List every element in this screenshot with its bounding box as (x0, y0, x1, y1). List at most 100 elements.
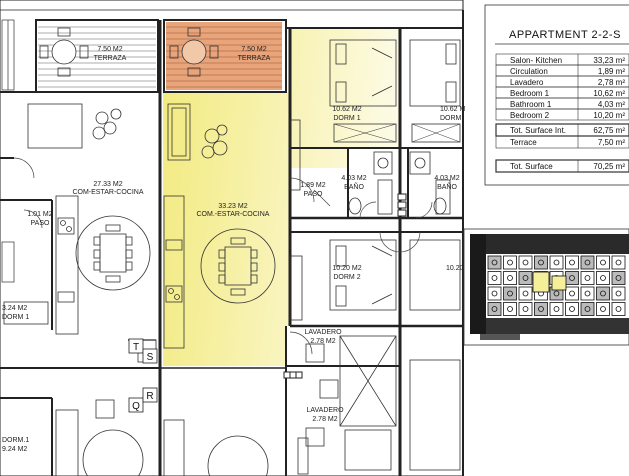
dorm2-right-area: 10.20 (446, 265, 464, 272)
key-plan-cell (487, 271, 502, 285)
key-plan-fixture (615, 290, 622, 297)
key-plan-fixture (507, 306, 513, 312)
key-plan-cell (580, 286, 595, 301)
key-plan-cell (487, 255, 502, 270)
schedule-row-value: 1,89 m² (598, 67, 625, 76)
room-labels: 7.50 M2 TERRAZA 7.50 M2 TERRAZA 27.33 M2… (2, 46, 465, 453)
schedule-row-value: 62,75 m² (593, 126, 625, 135)
living-main-area: 33.23 M2 (218, 203, 247, 210)
living-main-name: COM.-ESTAR-COCINA (197, 211, 270, 218)
terrace-right-name: TERRAZA (238, 55, 271, 62)
key-plan-cell (611, 286, 626, 301)
dorm1-area: 10.62 M2 (332, 106, 361, 113)
key-plan-cell (518, 286, 533, 301)
schedule-row-label: Bathroom 1 (510, 100, 552, 109)
schedule-row-value: 10,62 m² (593, 89, 625, 98)
key-plan-cell (518, 302, 533, 316)
key-plan-fixture (584, 306, 591, 312)
dorm1-right-area: 10.62 M (440, 106, 465, 113)
schedule-row-value: 4,03 m² (598, 100, 625, 109)
key-plan-fixture (584, 275, 591, 281)
surface-schedule: APPARTMENT 2-2-S Salon- Kitchen 33,23 m²… (484, 4, 629, 186)
terrace-right-area: 7.50 M2 (241, 46, 266, 53)
key-plan-cell (596, 255, 610, 270)
shaft-markers: T S Q R (128, 338, 158, 413)
key-plan-cell (518, 271, 533, 285)
dorm-left1-area: 3.24 M2 (2, 305, 27, 312)
key-plan-cell (534, 255, 548, 270)
bano1-name: BAÑO (344, 182, 364, 191)
schedule-row-value: 10,20 m² (593, 111, 625, 120)
key-plan-fixture (600, 275, 606, 281)
key-plan-cell (503, 271, 517, 285)
bano1-area: 4.03 M2 (341, 175, 366, 182)
key-plan-cell (596, 286, 610, 301)
door-swings (13, 157, 433, 355)
marker-r: R (146, 391, 153, 402)
schedule-title: APPARTMENT 2-2-S (509, 29, 621, 41)
schedule-row-value: 33,23 m² (593, 56, 625, 65)
key-plan-fixture (584, 290, 591, 297)
key-plan-cell (565, 302, 579, 316)
schedule-row-label: Tot. Surface Int. (510, 126, 566, 135)
key-plan-fixture (522, 259, 529, 266)
key-plan-fixture (491, 290, 498, 297)
paso-left-area: 1.01 M2 (27, 211, 52, 218)
key-plan-fixture (522, 290, 529, 297)
paso-left-name: PASO (31, 220, 50, 227)
bano2-name: BAÑO (437, 182, 457, 191)
highlighted-apartment-area (163, 28, 400, 366)
key-plan-cell (549, 302, 564, 316)
paso-main-name: PASO (304, 191, 323, 198)
key-plan-cell (611, 271, 626, 285)
living-left-area: 27.33 M2 (93, 181, 122, 188)
key-plan-fixture (522, 306, 529, 312)
dorm2-area: 10.20 M2 (332, 265, 361, 272)
schedule-row-label: Bedroom 1 (510, 89, 550, 98)
key-plan-fixture (600, 306, 606, 312)
key-plan-cell (611, 255, 626, 270)
lavadero2-area: 2.78 M2 (312, 416, 337, 423)
key-plan-fixture (600, 259, 606, 266)
key-plan-fixture (522, 275, 529, 281)
dorm1-name: DORM 1 (333, 115, 360, 122)
dorm1-right-name: DORM (440, 115, 462, 122)
schedule-row-label: Terrace (510, 138, 537, 147)
key-plan-fixture (491, 275, 498, 281)
key-plan-fixture (538, 306, 544, 312)
bano2-area: 4.03 M2 (434, 175, 459, 182)
marker-t: T (133, 342, 139, 353)
key-plan-cell (580, 302, 595, 316)
dorm2-name: DORM 2 (333, 274, 360, 281)
key-plan-cell (565, 271, 579, 285)
key-plan-cell (565, 255, 579, 270)
key-plan-thumbnail (463, 228, 629, 346)
key-plan-cell (596, 271, 610, 285)
key-plan-fixture (569, 290, 575, 297)
terrace-left-area: 7.50 M2 (97, 46, 122, 53)
living-left-name: COM-ESTAR-COCINA (72, 189, 143, 196)
key-plan-fixture (600, 290, 606, 297)
schedule-total-value: 70,25 m² (593, 162, 625, 171)
key-plan-fixture (507, 259, 513, 266)
key-plan-fixture (491, 306, 498, 312)
key-plan-cell (596, 302, 610, 316)
schedule-row-value: 2,78 m² (598, 78, 625, 87)
marker-q: Q (132, 401, 140, 412)
key-plan-fixture (553, 290, 560, 297)
key-plan-cell (518, 255, 533, 270)
paso-main-area: 1.89 M2 (300, 182, 325, 189)
dorm-left1-name: DORM 1 (2, 314, 29, 321)
key-plan-fixture (615, 306, 622, 312)
lavadero2-name: LAVADERO (306, 407, 344, 414)
lavadero1-name: LAVADERO (304, 329, 342, 336)
key-plan-fixture (491, 259, 498, 266)
key-plan-cell (503, 302, 517, 316)
left-window-frames (1, 19, 15, 283)
key-plan-fixture (569, 259, 575, 266)
schedule-total-label: Tot. Surface (510, 162, 553, 171)
key-plan-cell (565, 286, 579, 301)
key-plan-cell (534, 302, 548, 316)
key-plan-fixture (553, 259, 560, 266)
